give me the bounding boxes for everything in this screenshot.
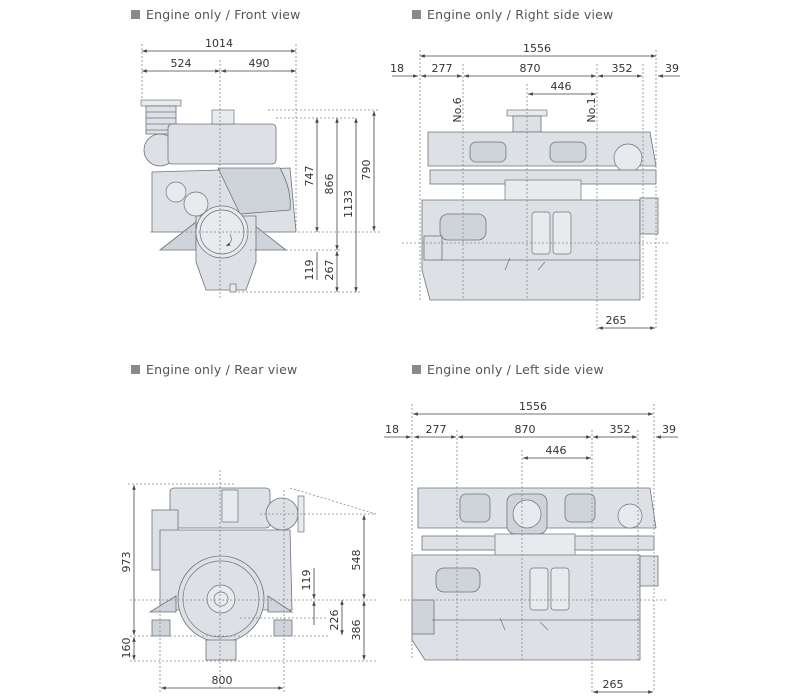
rear-view-title: Engine only / Rear view xyxy=(131,362,297,377)
dim-39: 39 xyxy=(662,423,676,436)
right-view-drawing: 1556 18 277 870 352 39 446 265 No.6 No.1 xyxy=(390,42,680,330)
rear-engine-illustration xyxy=(148,487,305,661)
dim-973: 973 xyxy=(120,552,133,573)
dim-267: 267 xyxy=(323,260,336,281)
dim-1014: 1014 xyxy=(205,37,233,50)
title-bullet-icon xyxy=(131,10,140,19)
dim-790: 790 xyxy=(360,160,373,181)
dim-352: 352 xyxy=(610,423,631,436)
dim-39: 39 xyxy=(665,62,679,75)
dim-119: 119 xyxy=(300,570,313,591)
left-engine-illustration xyxy=(411,487,659,661)
dim-352: 352 xyxy=(612,62,633,75)
dim-866: 866 xyxy=(323,174,336,195)
dim-265: 265 xyxy=(606,314,627,327)
left-view-drawing: 1556 18 277 870 352 39 446 265 xyxy=(384,400,678,694)
cylinder-no6-label: No.6 xyxy=(451,97,464,122)
dim-277: 277 xyxy=(432,62,453,75)
dim-446: 446 xyxy=(551,80,572,93)
dim-18: 18 xyxy=(385,423,399,436)
title-bullet-icon xyxy=(412,365,421,374)
dim-548: 548 xyxy=(350,550,363,571)
dim-18: 18 xyxy=(390,62,404,75)
dim-870: 870 xyxy=(515,423,536,436)
dim-1556: 1556 xyxy=(519,400,547,413)
dim-1133: 1133 xyxy=(342,190,355,218)
dim-265: 265 xyxy=(603,678,624,691)
title-bullet-icon xyxy=(412,10,421,19)
rear-view-title-text: Engine only / Rear view xyxy=(146,362,298,377)
left-view-title-text: Engine only / Left side view xyxy=(427,362,604,377)
cylinder-no1-label: No.1 xyxy=(585,97,598,122)
dim-800: 800 xyxy=(212,674,233,687)
dim-226: 226 xyxy=(328,610,341,631)
dim-870: 870 xyxy=(520,62,541,75)
dim-119: 119 xyxy=(303,260,316,281)
front-view-title: Engine only / Front view xyxy=(131,7,301,22)
dim-160: 160 xyxy=(120,638,133,659)
rear-view-drawing: 973 160 548 119 226 386 800 xyxy=(120,470,377,692)
dim-386: 386 xyxy=(350,620,363,641)
dim-446: 446 xyxy=(546,444,567,457)
dim-747: 747 xyxy=(303,166,316,187)
front-engine-illustration xyxy=(140,99,297,293)
dim-490: 490 xyxy=(249,57,270,70)
front-view-drawing: 1014 524 490 747 866 1133 790 119 267 xyxy=(140,37,380,300)
left-view-title: Engine only / Left side view xyxy=(412,362,604,377)
right-engine-illustration xyxy=(421,109,659,301)
dim-277: 277 xyxy=(426,423,447,436)
right-view-title: Engine only / Right side view xyxy=(412,7,613,22)
title-bullet-icon xyxy=(131,365,140,374)
front-view-title-text: Engine only / Front view xyxy=(146,7,301,22)
dim-1556: 1556 xyxy=(523,42,551,55)
right-view-title-text: Engine only / Right side view xyxy=(427,7,614,22)
dim-524: 524 xyxy=(171,57,192,70)
